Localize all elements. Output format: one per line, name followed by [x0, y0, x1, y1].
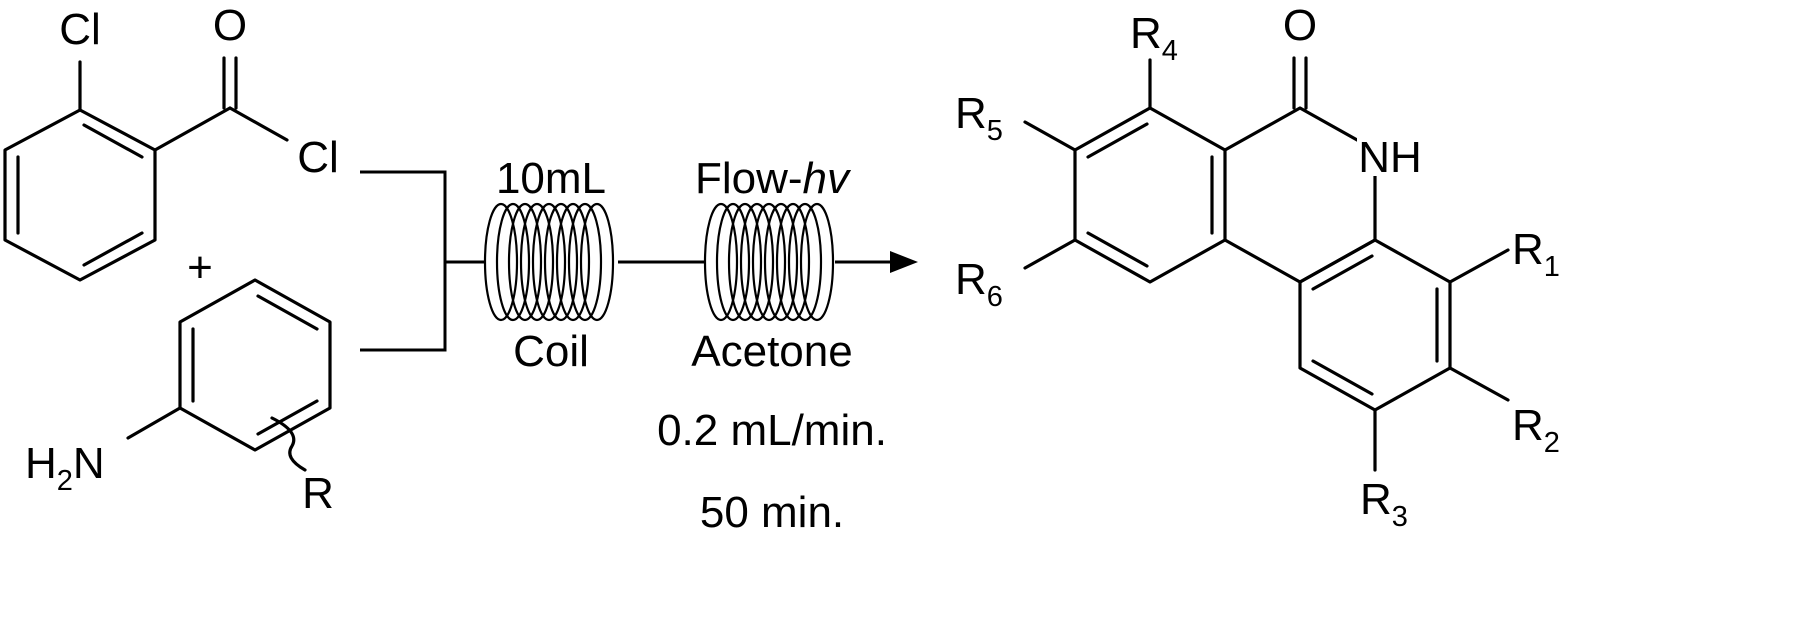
reactant-1-inner-bond-b	[82, 231, 144, 267]
coil-volume-label: 10mL	[496, 154, 606, 203]
coil-loop	[579, 202, 615, 322]
coil-loop	[775, 202, 811, 322]
reactant-2-inner-bond-a	[256, 294, 319, 331]
coil-loop	[531, 202, 567, 322]
reactant-1-c-cl-acyl-bond	[228, 106, 289, 142]
reactant-1-ring	[3, 108, 157, 282]
reactant-2-structure	[126, 278, 332, 472]
coil-loop	[739, 202, 775, 322]
coil-loop	[567, 202, 603, 322]
product-r5-bond	[1023, 120, 1077, 152]
feed-line-2	[360, 262, 447, 352]
flow-tubing	[360, 170, 918, 352]
reactant-2-r-substituent: R	[302, 469, 334, 518]
coil-label: Coil	[513, 327, 589, 376]
feed-line-1	[360, 170, 447, 262]
reactant-1-cl-acyl-atom: Cl	[297, 133, 339, 182]
product-ring-c	[1298, 238, 1452, 412]
reactant-1-inner-bond-a	[82, 123, 144, 159]
reactant-2-ring	[178, 278, 332, 452]
product-r5-substituent: R5	[955, 89, 1003, 147]
product-ring-a-inner-2	[1086, 231, 1149, 268]
solvent-label: Acetone	[691, 327, 852, 376]
product-ring-a	[1073, 106, 1227, 284]
plus-sign: +	[187, 243, 213, 292]
product-r1-substituent: R1	[1512, 225, 1560, 283]
photoreactor-label: Flow-hv	[695, 154, 852, 203]
coil-loop	[727, 202, 763, 322]
product-structure	[1023, 56, 1510, 472]
coil-loop	[715, 202, 751, 322]
coil-loop	[483, 202, 519, 322]
product-ring-a-inner-3	[1086, 122, 1149, 159]
product-r2-substituent: R2	[1512, 401, 1560, 459]
product-o-atom: O	[1283, 1, 1317, 50]
coil-loop	[703, 202, 739, 322]
reactant-1-structure	[3, 56, 289, 282]
reactant-1-o-atom: O	[213, 1, 247, 50]
reactant-2-wavy-substituent-bond	[270, 416, 307, 472]
coil-loop	[751, 202, 787, 322]
product-ring-c-inner-3	[1311, 359, 1374, 396]
coil-loop	[787, 202, 823, 322]
reaction-arrow-head	[890, 251, 918, 273]
product-r6-substituent: R6	[955, 255, 1003, 313]
coil-loop	[519, 202, 555, 322]
coil-loop	[763, 202, 799, 322]
product-ring-c-inner-1	[1311, 254, 1374, 291]
flow-rate-label: 0.2 mL/min.	[657, 406, 887, 455]
coil-reactor-icon	[483, 202, 615, 322]
photoreactor-coil-icon	[703, 202, 835, 322]
coil-loop	[507, 202, 543, 322]
reactant-1-cl-atom: Cl	[59, 5, 101, 54]
product-r1-bond	[1448, 248, 1510, 284]
coil-loop	[555, 202, 591, 322]
product-r4-substituent: R4	[1130, 9, 1178, 67]
product-nh-group: NH	[1358, 133, 1422, 182]
residence-time-label: 50 min.	[700, 488, 844, 537]
reactant-1-ring-carbonyl-bond	[153, 106, 232, 152]
reactant-2-amine-group: H2N	[25, 439, 105, 497]
product-nh-label-mask	[1357, 132, 1427, 176]
product-r2-bond	[1448, 366, 1510, 402]
product-lactam-ring	[1223, 106, 1377, 284]
reactant-2-c-n-bond	[126, 406, 182, 440]
product-r3-substituent: R3	[1360, 475, 1408, 533]
product-r6-bond	[1023, 238, 1077, 270]
coil-loop	[799, 202, 835, 322]
reactant-2-inner-bond-b	[256, 399, 319, 436]
coil-loop	[495, 202, 531, 322]
coil-loop	[543, 202, 579, 322]
